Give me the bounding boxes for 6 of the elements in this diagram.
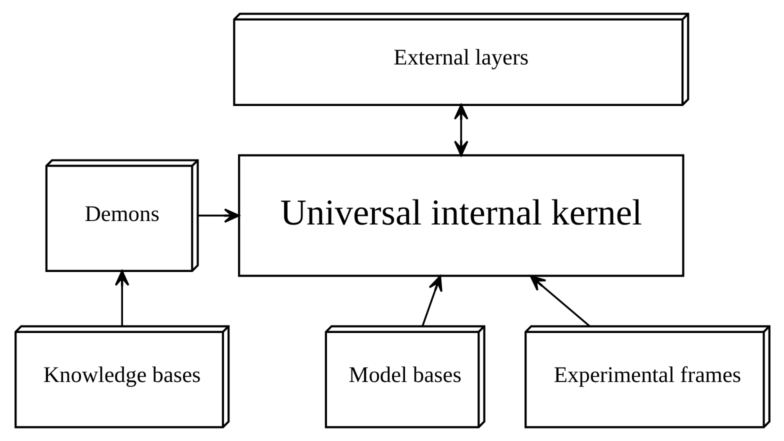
arrow xyxy=(529,275,590,327)
node-box: Universal internal kernel xyxy=(238,154,684,277)
arrow xyxy=(453,104,468,156)
arrow xyxy=(198,208,240,223)
arrow xyxy=(421,275,442,326)
arrow xyxy=(114,270,129,326)
